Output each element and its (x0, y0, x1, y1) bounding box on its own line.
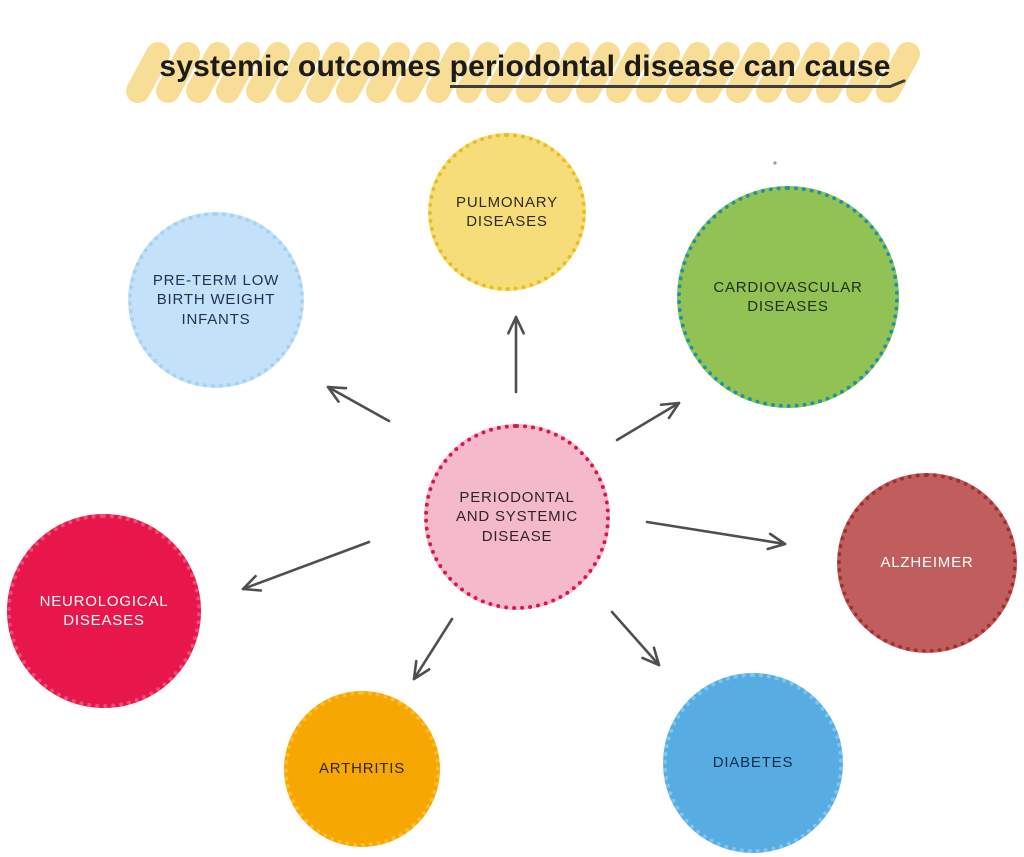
arrow-to-neurological-diseases (241, 540, 371, 592)
node-label-neurological-diseases: NEUROLOGICAL DISEASES (39, 592, 169, 630)
arrow-to-arthritis (412, 617, 454, 681)
node-label-pulmonary-diseases: PULMONARY DISEASES (456, 193, 558, 231)
arrow-to-alzheimer (645, 520, 787, 551)
node-alzheimer: ALZHEIMER (837, 473, 1017, 653)
node-label-periodontal-and-systemic-disease: PERIODONTAL AND SYSTEMIC DISEASE (455, 488, 579, 545)
node-cardiovascular-diseases: CARDIOVASCULAR DISEASES (677, 186, 899, 408)
node-diabetes: DIABETES (663, 673, 843, 853)
node-label-diabetes: DIABETES (712, 754, 794, 772)
node-arthritis: ARTHRITIS (284, 691, 440, 847)
node-pre-term-low-birth-weight-infants: PRE-TERM LOW BIRTH WEIGHT INFANTS (128, 212, 304, 388)
node-periodontal-and-systemic-disease: PERIODONTAL AND SYSTEMIC DISEASE (424, 424, 610, 610)
node-pulmonary-diseases: PULMONARY DISEASES (428, 133, 586, 291)
arrow-to-pre-term-low-birth-weight-infants (326, 385, 391, 423)
node-label-cardiovascular-diseases: CARDIOVASCULAR DISEASES (713, 278, 863, 316)
arrow-to-pulmonary-diseases (507, 315, 525, 394)
title-part-underlined: periodontal disease can cause (449, 50, 891, 88)
node-neurological-diseases: NEUROLOGICAL DISEASES (7, 514, 201, 708)
title-part-plain: systemic outcomes (159, 50, 442, 83)
arrow-to-diabetes (610, 610, 661, 667)
node-label-alzheimer: ALZHEIMER (880, 554, 974, 572)
arrows-group (241, 315, 787, 681)
arrow-to-cardiovascular-diseases (615, 401, 681, 442)
tiny-dot (773, 161, 777, 165)
node-label-pre-term-low-birth-weight-infants: PRE-TERM LOW BIRTH WEIGHT INFANTS (152, 271, 280, 328)
node-label-arthritis: ARTHRITIS (318, 760, 406, 778)
